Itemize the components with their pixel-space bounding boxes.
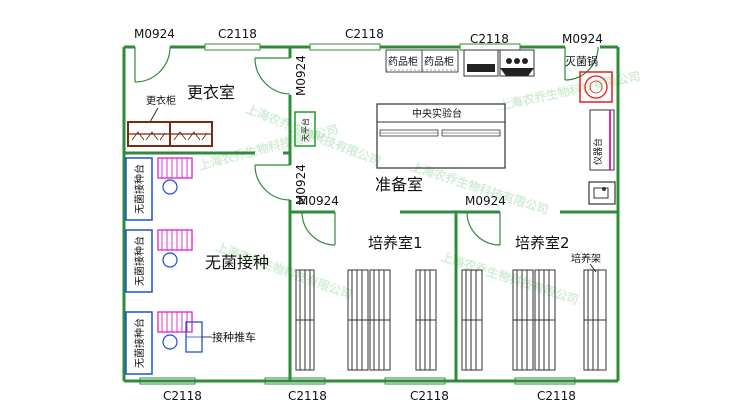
interior-walls (124, 47, 618, 381)
rack-c1-right (415, 269, 437, 371)
rack-c2-right (583, 269, 607, 371)
side-bench: 仪器台 (589, 109, 615, 171)
label-m-top-left: M0924 (134, 27, 175, 41)
window-bottom-1 (139, 377, 196, 385)
instrument-block (463, 49, 535, 77)
sterile-bench-2: 无菌接种台 (125, 229, 193, 293)
balance-table: 天平台 (294, 111, 316, 147)
center-bench: 中央实验台 (376, 103, 506, 169)
label-center-bench: 中央实验台 (412, 107, 462, 120)
label-m-culture1: M0924 (298, 194, 339, 208)
label-m-top-right: M0924 (562, 32, 603, 46)
rack-c2-center (512, 269, 556, 371)
room-prep: 准备室 (375, 175, 423, 194)
culture-rack-leader (589, 263, 597, 273)
label-culture-rack: 培养架 (571, 252, 601, 265)
window-bottom-4 (514, 377, 576, 385)
window-bottom-2 (264, 377, 326, 385)
label-sterile-bench-1: 无菌接种台 (133, 164, 146, 214)
door-culture2 (466, 211, 501, 246)
door-culture1 (301, 211, 336, 246)
door-top-left (134, 46, 171, 83)
fridge-unit (588, 181, 616, 205)
label-autoclave: 灭菌锅 (565, 55, 598, 68)
label-side-bench: 仪器台 (592, 138, 604, 165)
window-top-2 (309, 43, 381, 51)
label-c-top-1: C2118 (218, 27, 257, 41)
inoculation-cart: 接种推车 (185, 321, 256, 353)
label-c-bottom-2: C2118 (288, 389, 327, 403)
room-sterile: 无菌接种 (205, 253, 269, 272)
label-c-bottom-4: C2118 (537, 389, 576, 403)
rack-c2-left (461, 269, 483, 371)
autoclave-unit: 灭菌锅 (565, 55, 613, 103)
label-c-bottom-1: C2118 (163, 389, 202, 403)
culture2-racks (461, 269, 607, 371)
doors (134, 46, 599, 246)
door-sterile (254, 164, 291, 201)
label-medicine-cabinet-2: 药品柜 (424, 55, 454, 68)
label-inoculation-cart: 接种推车 (212, 330, 256, 344)
label-m-vertical-1: M0924 (294, 55, 308, 96)
window-bottom-3 (384, 377, 446, 385)
room-culture2: 培养室2 (515, 234, 570, 252)
window-top-1 (204, 43, 261, 51)
door-changing (254, 57, 291, 95)
label-medicine-cabinet-1: 药品柜 (388, 55, 418, 68)
label-sterile-bench-2: 无菌接种台 (133, 236, 146, 286)
rack-c1-center (347, 269, 391, 371)
door-top-right (564, 46, 599, 81)
sterile-bench-1: 无菌接种台 (125, 157, 193, 221)
label-m-vertical-2: M0924 (294, 164, 308, 205)
room-culture1: 培养室1 (368, 234, 423, 252)
label-locker: 更衣柜 (146, 94, 176, 107)
medicine-cabinets: 药品柜 药品柜 (385, 49, 459, 73)
room-changing: 更衣室 (187, 83, 235, 102)
rack-c1-left (295, 269, 315, 371)
outer-walls (122, 43, 620, 385)
label-c-top-3: C2118 (470, 32, 509, 46)
sterile-bench-3: 无菌接种台 (125, 311, 193, 375)
label-balance: 天平台 (300, 118, 310, 142)
label-c-bottom-3: C2118 (410, 389, 449, 403)
culture1-racks (295, 269, 437, 371)
label-sterile-bench-3: 无菌接种台 (133, 318, 146, 368)
label-c-top-2: C2118 (345, 27, 384, 41)
dimension-labels: M0924 C2118 C2118 C2118 M0924 M0924 M092… (134, 27, 603, 403)
watermark-5: 上海农乔生物科技有限公司 (439, 249, 581, 308)
room-labels: 更衣室 准备室 无菌接种 培养室1 培养室2 (187, 83, 570, 272)
locker-unit: 更衣柜 (127, 94, 213, 147)
label-m-culture2: M0924 (465, 194, 506, 208)
